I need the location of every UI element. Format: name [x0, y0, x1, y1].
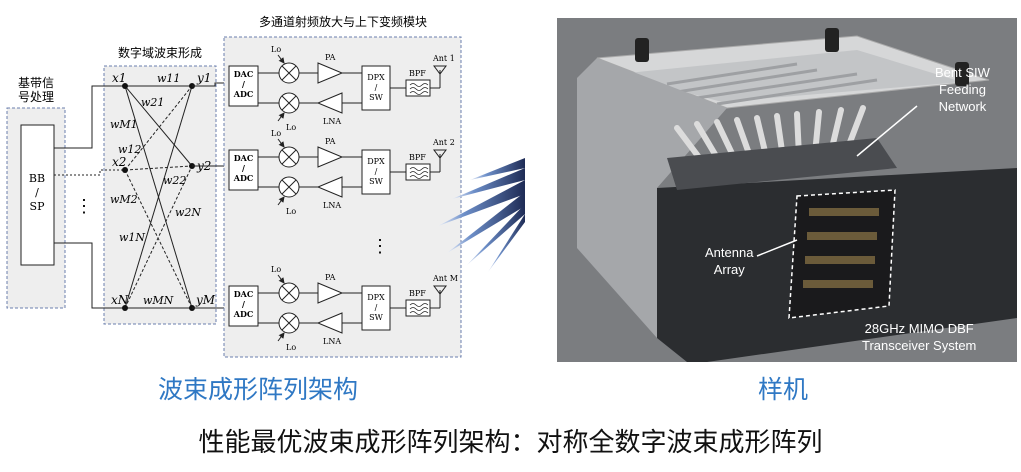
antenna-icon — [433, 65, 447, 75]
bb-link-2 — [54, 169, 125, 176]
dpx-sw-label: DPX — [367, 293, 385, 302]
lna-label: LNA — [323, 201, 341, 210]
dbf-nodes — [122, 83, 195, 311]
weight-w2N: w2N — [175, 206, 201, 219]
pa-amplifier-icon — [317, 146, 344, 168]
antenna-label: Ant M — [432, 274, 458, 283]
dpx-sw-label: SW — [369, 177, 383, 186]
dac-adc-label: / — [242, 299, 245, 309]
feeding-network-label: Bent SIW Feeding Network — [935, 64, 990, 115]
dbf-title: 数字域波束形成 — [118, 45, 202, 60]
pa-label: PA — [325, 137, 336, 146]
dpx-sw-label: / — [375, 303, 378, 312]
lo-label: Lo — [271, 45, 281, 54]
baseband-dots: ⋮ — [75, 196, 93, 217]
feeding-network-label-1: Bent SIW — [935, 65, 990, 80]
dac-adc-box — [228, 149, 259, 191]
baseband-title-line2: 号处理 — [18, 90, 54, 104]
prototype-caption: 样机 — [758, 375, 809, 404]
baseband-title-line1: 基带信 — [18, 76, 54, 90]
input-xN: xN — [111, 293, 129, 307]
bpf-label: BPF — [409, 69, 426, 78]
dac-adc-label: DAC — [234, 69, 254, 79]
lna-label: LNA — [323, 117, 341, 126]
lo-label: Lo — [271, 265, 281, 274]
bb-link-3 — [54, 242, 125, 309]
rf-dots: ⋮ — [371, 236, 389, 257]
bbsp-label-1: BB — [29, 172, 45, 185]
pa-label: PA — [325, 273, 336, 282]
dac-adc-box — [228, 65, 259, 107]
bb-link-1 — [54, 85, 125, 149]
dac-adc-label: ADC — [233, 173, 254, 183]
output-y1: y1 — [196, 71, 211, 85]
dac-adc-label: / — [242, 79, 245, 89]
antenna-label: Ant 2 — [432, 138, 455, 147]
bpf-label: BPF — [409, 153, 426, 162]
dac-adc-label: DAC — [234, 153, 254, 163]
weight-wM1: wM1 — [110, 118, 138, 131]
weight-w11: w11 — [157, 72, 180, 85]
dac-adc-box — [228, 285, 259, 327]
dpx-sw-box — [361, 149, 391, 195]
weight-w1N: w1N — [119, 231, 145, 244]
dpx-sw-label: / — [375, 167, 378, 176]
input-x1: x1 — [112, 71, 126, 85]
system-label-1: 28GHz MIMO DBF — [864, 321, 974, 336]
rf-module-title: 多通道射频放大与上下变频模块 — [259, 14, 427, 29]
weight-w21: w21 — [141, 96, 164, 109]
lo-label: Lo — [271, 129, 281, 138]
beam-pattern-graphic — [438, 158, 525, 272]
antenna-array-label-1: Antenna — [705, 245, 754, 260]
lna-label: LNA — [323, 337, 341, 346]
dpx-sw-label: DPX — [367, 73, 385, 82]
feeding-network-label-3: Network — [938, 99, 987, 114]
dpx-sw-box — [361, 65, 391, 111]
pa-amplifier-icon — [317, 62, 344, 84]
lo-label: Lo — [286, 343, 296, 352]
pa-amplifier-icon — [317, 282, 344, 304]
output-yM: yM — [195, 293, 216, 307]
dpx-sw-label: / — [375, 83, 378, 92]
dpx-sw-label: SW — [369, 93, 383, 102]
bpf-label: BPF — [409, 289, 426, 298]
dbf-region — [103, 65, 217, 325]
weight-w22: w22 — [163, 174, 186, 187]
antenna-array-label-2: Array — [713, 262, 745, 277]
bottom-title: 性能最优波束成形阵列架构：对称全数字波束成形阵列 — [198, 428, 823, 458]
system-label-2: Transceiver System — [862, 338, 977, 353]
bbsp-label-3: SP — [30, 200, 46, 213]
dbf-rf-link-1 — [192, 82, 228, 87]
input-x2: x2 — [112, 155, 126, 169]
antenna-array-label: Antenna Array — [705, 244, 753, 278]
dpx-sw-label: SW — [369, 313, 383, 322]
feeding-network-label-2: Feeding — [938, 82, 986, 97]
dac-adc-label: ADC — [233, 309, 254, 319]
system-label: 28GHz MIMO DBF Transceiver System — [862, 320, 976, 354]
architecture-caption: 波束成形阵列架构 — [158, 375, 359, 404]
weight-wM2: wM2 — [110, 193, 138, 206]
dbf-weight-network — [124, 85, 193, 309]
pa-label: PA — [325, 53, 336, 62]
weight-wMN: wMN — [143, 294, 174, 307]
antenna-label: Ant 1 — [432, 54, 455, 63]
bbsp-label-2: / — [35, 186, 39, 199]
dpx-sw-label: DPX — [367, 157, 385, 166]
lo-label: Lo — [286, 123, 296, 132]
lo-label: Lo — [286, 207, 296, 216]
prototype-photo: Bent SIW Feeding Network Antenna Array 2… — [557, 18, 1017, 362]
weight-w12: w12 — [118, 143, 141, 156]
dac-adc-label: / — [242, 163, 245, 173]
antenna-icon — [433, 285, 447, 295]
antenna-icon — [433, 149, 447, 159]
bbsp-box — [20, 124, 55, 266]
dac-adc-label: ADC — [233, 89, 254, 99]
dac-adc-label: DAC — [234, 289, 254, 299]
